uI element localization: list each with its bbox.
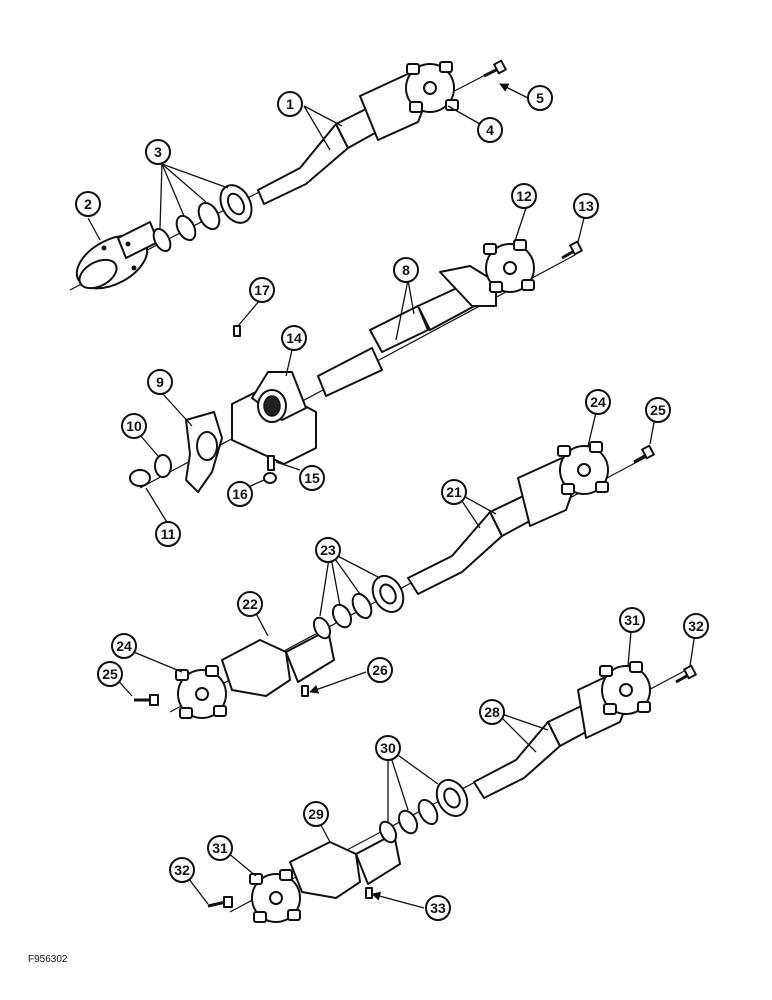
callout-31-lower: 31 [207,835,233,861]
grease-fitting-part-33 [365,887,373,899]
shaft-part-1 [257,71,431,205]
universal-joint-cross-part-24-upper [557,441,609,495]
figure-id: F956302 [28,954,68,965]
nut-part-11 [129,469,151,487]
callout-2: 2 [75,191,101,217]
universal-joint-cross-part-24-lower [175,665,227,719]
callout-21: 21 [441,479,467,505]
callout-25-lower: 25 [97,661,123,687]
callout-28: 28 [479,699,505,725]
svg-text:26: 26 [372,662,388,678]
bearing-rings-part-30 [378,778,469,844]
callout-25-upper: 25 [645,397,671,423]
callout-8: 8 [393,257,419,283]
bearing-rings-part-3 [152,184,253,253]
svg-text:33: 33 [430,900,446,916]
callout-3: 3 [145,139,171,165]
svg-text:12: 12 [516,188,532,204]
bolt-part-32-upper [675,664,697,684]
svg-text:11: 11 [161,526,176,542]
callout-24-lower: 24 [111,633,137,659]
washer-part-10 [154,454,172,478]
universal-joint-cross-part-31-lower [249,869,301,923]
svg-text:1: 1 [286,96,294,112]
yoke-shaft-part-22 [221,629,335,697]
hub-part-2 [75,221,159,290]
callout-15: 15 [299,465,325,491]
svg-text:25: 25 [102,666,118,682]
callout-9: 9 [147,369,173,395]
bolt-part-25-upper [633,444,655,464]
svg-text:3: 3 [154,144,162,160]
callout-11: 11 [155,521,181,547]
bolt-part-25-lower [134,694,159,706]
callout-13: 13 [573,193,599,219]
shaft-assembly-1 [69,59,507,291]
grease-fitting-part-26 [301,685,309,697]
universal-joint-cross-part-4 [405,61,459,113]
svg-text:14: 14 [286,330,302,346]
grease-fitting-part-17 [233,325,241,337]
shaft-assembly-4 [207,661,697,923]
yoke-shaft-part-29 [289,833,401,899]
callout-33: 33 [425,895,451,921]
callout-14: 14 [281,325,307,351]
callout-22: 22 [237,591,263,617]
nut-part-16 [263,472,277,484]
svg-text:8: 8 [402,262,410,278]
shaft-assembly-2 [129,239,583,493]
shaft-part-8 [317,265,497,397]
svg-text:31: 31 [212,840,228,856]
svg-text:15: 15 [304,470,320,486]
callout-4: 4 [477,117,503,143]
shaft-part-21 [407,457,579,595]
svg-text:29: 29 [308,806,324,822]
universal-joint-cross-part-31-upper [599,661,651,715]
svg-text:24: 24 [116,638,132,654]
shaft-assembly-3 [134,441,655,719]
stud-part-15 [267,455,275,471]
callout-16: 16 [227,481,253,507]
svg-text:23: 23 [320,542,336,558]
callout-23: 23 [315,537,341,563]
svg-text:25: 25 [650,402,666,418]
callout-5: 5 [527,85,553,111]
callout-12: 12 [511,183,537,209]
callout-32-lower: 32 [169,857,195,883]
callout-26: 26 [367,657,393,683]
svg-text:5: 5 [536,90,544,106]
svg-text:31: 31 [624,612,640,628]
callout-32-upper: 32 [683,613,709,639]
svg-text:9: 9 [156,374,164,390]
svg-text:4: 4 [486,122,494,138]
callout-30: 30 [375,735,401,761]
svg-text:17: 17 [254,282,270,298]
callout-24-upper: 24 [585,389,611,415]
callout-31-upper: 31 [619,607,645,633]
callout-29: 29 [303,801,329,827]
bolt-part-32-lower [207,896,233,908]
svg-text:30: 30 [380,740,396,756]
svg-text:22: 22 [242,596,258,612]
yoke-flange-part-9 [185,411,223,493]
callout-17: 17 [249,277,275,303]
svg-text:24: 24 [590,394,606,410]
leader-lines [87,83,697,909]
callout-10: 10 [121,413,147,439]
bolt-part-5 [483,59,507,78]
bolt-part-13 [561,240,583,260]
svg-text:32: 32 [688,618,704,634]
callout-1: 1 [277,91,303,117]
svg-text:28: 28 [484,704,500,720]
svg-text:21: 21 [446,484,462,500]
svg-text:32: 32 [174,862,190,878]
universal-joint-cross-part-12 [483,239,535,293]
svg-text:16: 16 [232,486,248,502]
pillow-block-part-14 [231,371,317,465]
svg-text:2: 2 [84,196,92,212]
svg-text:10: 10 [126,418,142,434]
svg-text:13: 13 [578,198,594,214]
